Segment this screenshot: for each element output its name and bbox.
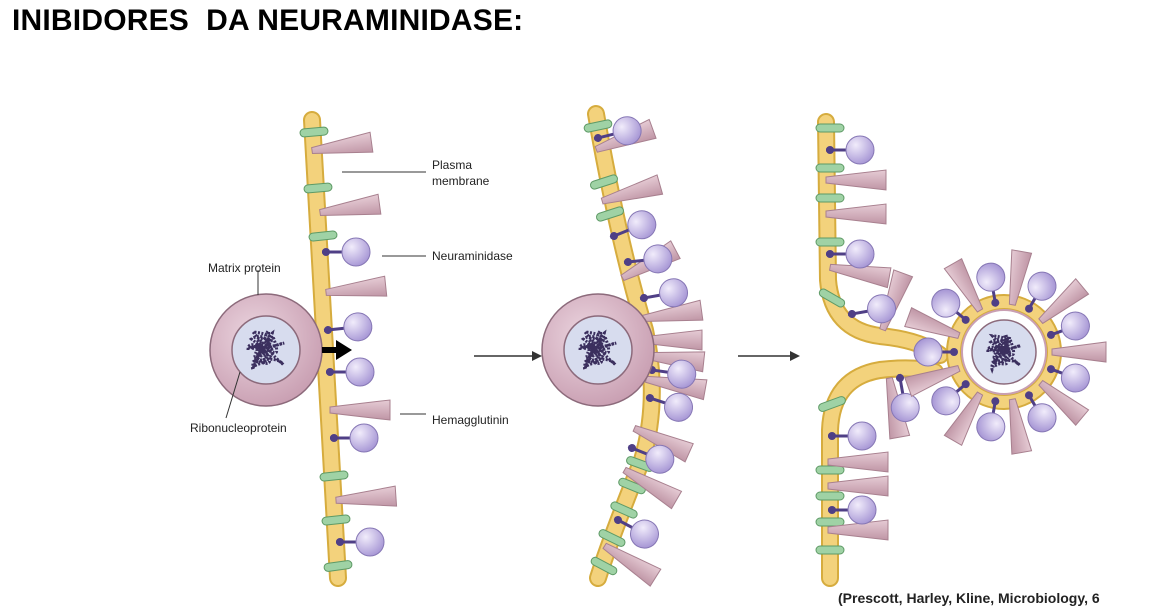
hemagglutinin-spike [827, 475, 889, 497]
ribonucleoprotein-coil [246, 327, 285, 374]
virion-hemagglutinin-spike [1008, 398, 1033, 455]
virion-hemagglutinin-spike [1038, 379, 1090, 426]
neuraminidase-spike [828, 495, 877, 525]
neuraminidase-spike [645, 392, 694, 422]
label-ribonucleoprotein: Ribonucleoprotein [190, 421, 287, 435]
lipid-ring [595, 206, 625, 222]
lipid-ring [815, 123, 845, 133]
neuraminidase-spike [336, 527, 385, 557]
hemagglutinin-spike [825, 169, 887, 191]
neuraminidase-spike [326, 357, 375, 387]
lipid-ring [583, 119, 613, 133]
hemagglutinin-spike [600, 174, 664, 205]
neuraminidase-spike [847, 294, 897, 324]
hemagglutinin-spike [335, 485, 398, 507]
virion-neuraminidase-spike [913, 337, 958, 367]
lipid-ring [303, 182, 333, 194]
lipid-ring [299, 126, 329, 138]
virion-neuraminidase-spike [976, 262, 1006, 307]
hemagglutinin-spike [828, 263, 892, 289]
virion-hemagglutinin-spike [1038, 278, 1090, 325]
neuraminidase-spike [322, 237, 371, 267]
virion-neuraminidase-spike [931, 380, 970, 416]
hemagglutinin-spike [622, 466, 683, 510]
lipid-ring [815, 163, 845, 173]
lipid-ring [815, 491, 845, 501]
virion-hemagglutinin-spike [943, 257, 984, 313]
lipid-ring [321, 514, 351, 526]
hemagglutinin-spike [311, 131, 374, 155]
neuraminidase-spike [609, 210, 657, 240]
lipid-ring [590, 556, 618, 576]
source-citation: (Prescott, Harley, Kline, Microbiology, … [838, 590, 1100, 606]
hemagglutinin-spike [319, 193, 382, 217]
label-neuraminidase: Neuraminidase [432, 249, 513, 263]
lipid-ring [818, 396, 846, 412]
lipid-ring [815, 465, 845, 475]
neuraminidase-spike [593, 116, 642, 146]
hemagglutinin-spike [632, 425, 694, 463]
lipid-ring [323, 560, 353, 572]
lipid-ring [598, 529, 626, 547]
lipid-ring [815, 237, 845, 247]
neuraminidase-spike [623, 244, 673, 274]
lipid-ring [308, 230, 338, 242]
lipid-ring [815, 545, 845, 555]
label-plasma: Plasma [432, 158, 472, 172]
virion-hemagglutinin-spike [904, 365, 961, 397]
hemagglutinin-spike [602, 542, 662, 587]
label-hemagglutinin: Hemagglutinin [432, 413, 509, 427]
ribonucleoprotein-coil [986, 331, 1021, 374]
hemagglutinin-spike [329, 399, 391, 421]
neuraminidase-spike [639, 278, 689, 308]
neuraminidase-spike [627, 444, 675, 474]
virion-neuraminidase-spike [1046, 363, 1090, 393]
lipid-ring [815, 193, 845, 203]
lipid-ring [589, 174, 619, 190]
lipid-ring [618, 477, 646, 495]
ribonucleoprotein-coil [578, 327, 617, 374]
lipid-ring [818, 288, 846, 308]
neuraminidase-spike [323, 312, 373, 342]
leader-ribonucleoprotein [225, 371, 241, 419]
neuraminidase-spike [613, 516, 659, 549]
slide-title: INIBIDORES DA NEURAMINIDASE: [12, 4, 524, 37]
hemagglutinin-spike [825, 203, 887, 225]
hemagglutinin-spike [827, 451, 889, 473]
lipid-ring [319, 470, 349, 482]
neuraminidase-spike [826, 239, 875, 269]
neuraminidase-spike [330, 423, 379, 453]
virion-neuraminidase-spike [1025, 391, 1057, 433]
neuraminidase-spike [890, 373, 920, 423]
virion-hemagglutinin-spike [1008, 249, 1033, 306]
virion-hemagglutinin-spike [1051, 341, 1107, 363]
virion-neuraminidase-spike [1046, 311, 1090, 341]
label-matrix-protein: Matrix protein [208, 261, 281, 275]
virion-hemagglutinin-spike [904, 307, 961, 339]
label-membrane: membrane [432, 174, 490, 188]
hemagglutinin-spike [325, 275, 388, 297]
virion-neuraminidase-spike [931, 288, 970, 324]
virion-neuraminidase-spike [976, 397, 1006, 442]
lipid-ring [610, 501, 638, 519]
virion-hemagglutinin-spike [943, 391, 984, 447]
neuraminidase-spike [828, 421, 877, 451]
lipid-ring [815, 517, 845, 527]
neuraminidase-spike [826, 135, 875, 165]
virion-neuraminidase-spike [1025, 271, 1057, 313]
